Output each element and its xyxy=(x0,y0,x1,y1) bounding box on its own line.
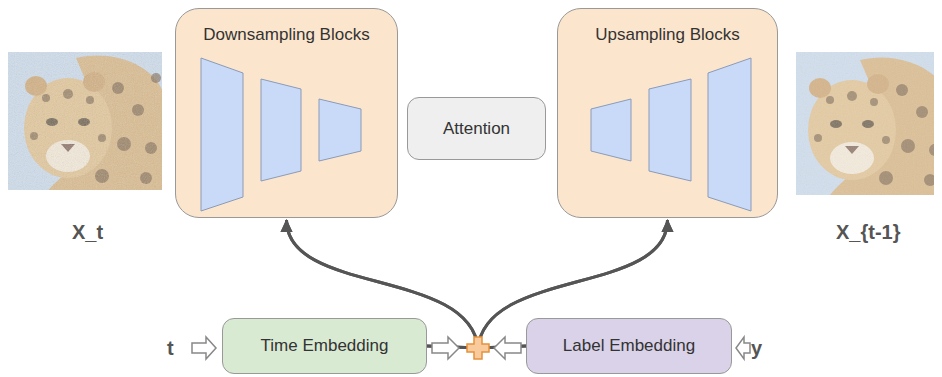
box-label: Label Embedding xyxy=(563,336,695,356)
signal-label: X_{t-1} xyxy=(836,220,900,244)
trapezoid-block xyxy=(591,99,631,161)
block-group: Downsampling Blocks xyxy=(175,8,398,218)
denoised-image xyxy=(796,52,934,195)
trapezoid-block xyxy=(201,58,243,211)
embedding-box: Label Embedding xyxy=(526,318,732,374)
trapezoid-block xyxy=(708,58,751,211)
embedding-box: Time Embedding xyxy=(222,318,427,374)
hollow-arrow xyxy=(432,337,459,359)
trapezoid-block xyxy=(261,79,301,181)
jaguar-picture xyxy=(796,52,934,195)
signal-label: y xyxy=(751,336,762,360)
plus-symbol xyxy=(467,337,489,359)
hollow-arrow xyxy=(494,337,521,359)
group-title: Upsampling Blocks xyxy=(558,25,777,45)
hollow-arrow xyxy=(736,337,750,359)
trapezoid-block xyxy=(649,79,691,181)
hollow-arrow xyxy=(192,337,216,359)
noisy-image xyxy=(8,52,162,190)
process-box: Attention xyxy=(407,97,546,160)
signal-label: t xyxy=(167,336,174,360)
block-group: Upsampling Blocks xyxy=(557,8,778,218)
group-title: Downsampling Blocks xyxy=(176,25,397,45)
haze xyxy=(8,52,162,190)
haze xyxy=(796,52,934,195)
box-label: Time Embedding xyxy=(261,336,389,356)
trapezoid-block xyxy=(319,99,361,161)
signal-label: X_t xyxy=(72,220,103,244)
jaguar-picture xyxy=(8,52,162,190)
noise-overlay xyxy=(796,52,934,195)
noise-overlay xyxy=(8,52,162,190)
box-label: Attention xyxy=(443,119,510,139)
